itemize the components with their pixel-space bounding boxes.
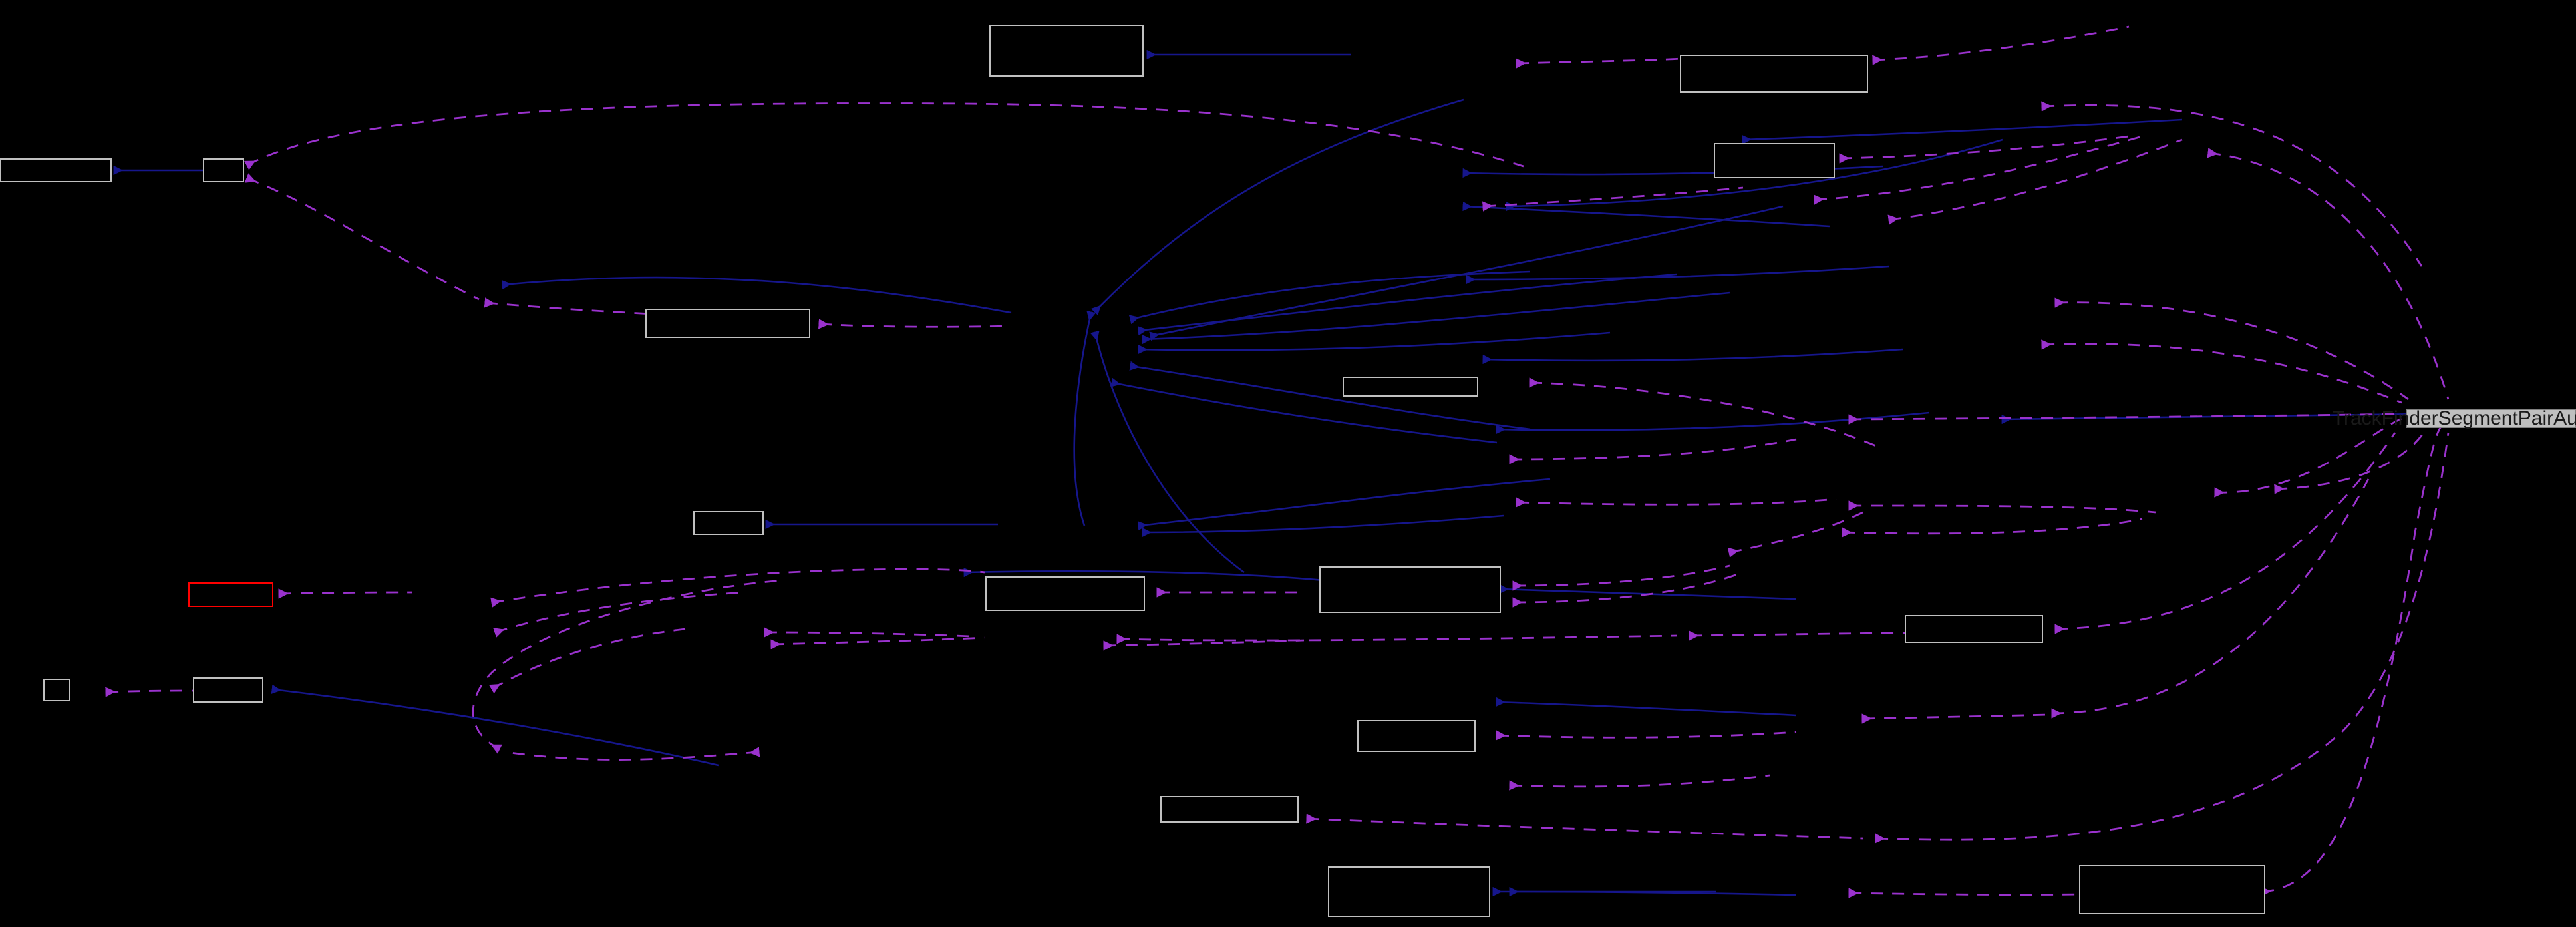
node-a5[interactable] <box>1714 143 1835 178</box>
node-a14[interactable] <box>193 677 263 703</box>
node-a16[interactable] <box>1160 796 1299 823</box>
node-a10[interactable] <box>985 576 1145 611</box>
node-center-track-finder-segment-pair-automaton[interactable]: TrackFinderSegmentPairAutomaton <box>2332 407 2576 429</box>
node-a15[interactable] <box>1357 720 1476 752</box>
node-a9[interactable] <box>188 582 273 607</box>
node-a17[interactable] <box>1328 866 1490 917</box>
node-a8[interactable] <box>693 511 764 535</box>
node-a4[interactable] <box>1680 55 1868 93</box>
node-a1[interactable] <box>0 158 112 182</box>
node-a18[interactable] <box>2079 865 2265 914</box>
node-a12[interactable] <box>1905 615 2043 643</box>
node-a3[interactable] <box>989 25 1144 77</box>
solid-edges <box>113 49 2422 897</box>
dashed-edges <box>105 25 2450 898</box>
node-a13[interactable] <box>43 679 70 701</box>
node-a2[interactable] <box>203 158 244 182</box>
node-a6[interactable] <box>645 309 810 338</box>
node-a11[interactable] <box>1319 566 1501 613</box>
node-a7[interactable] <box>1343 377 1478 397</box>
